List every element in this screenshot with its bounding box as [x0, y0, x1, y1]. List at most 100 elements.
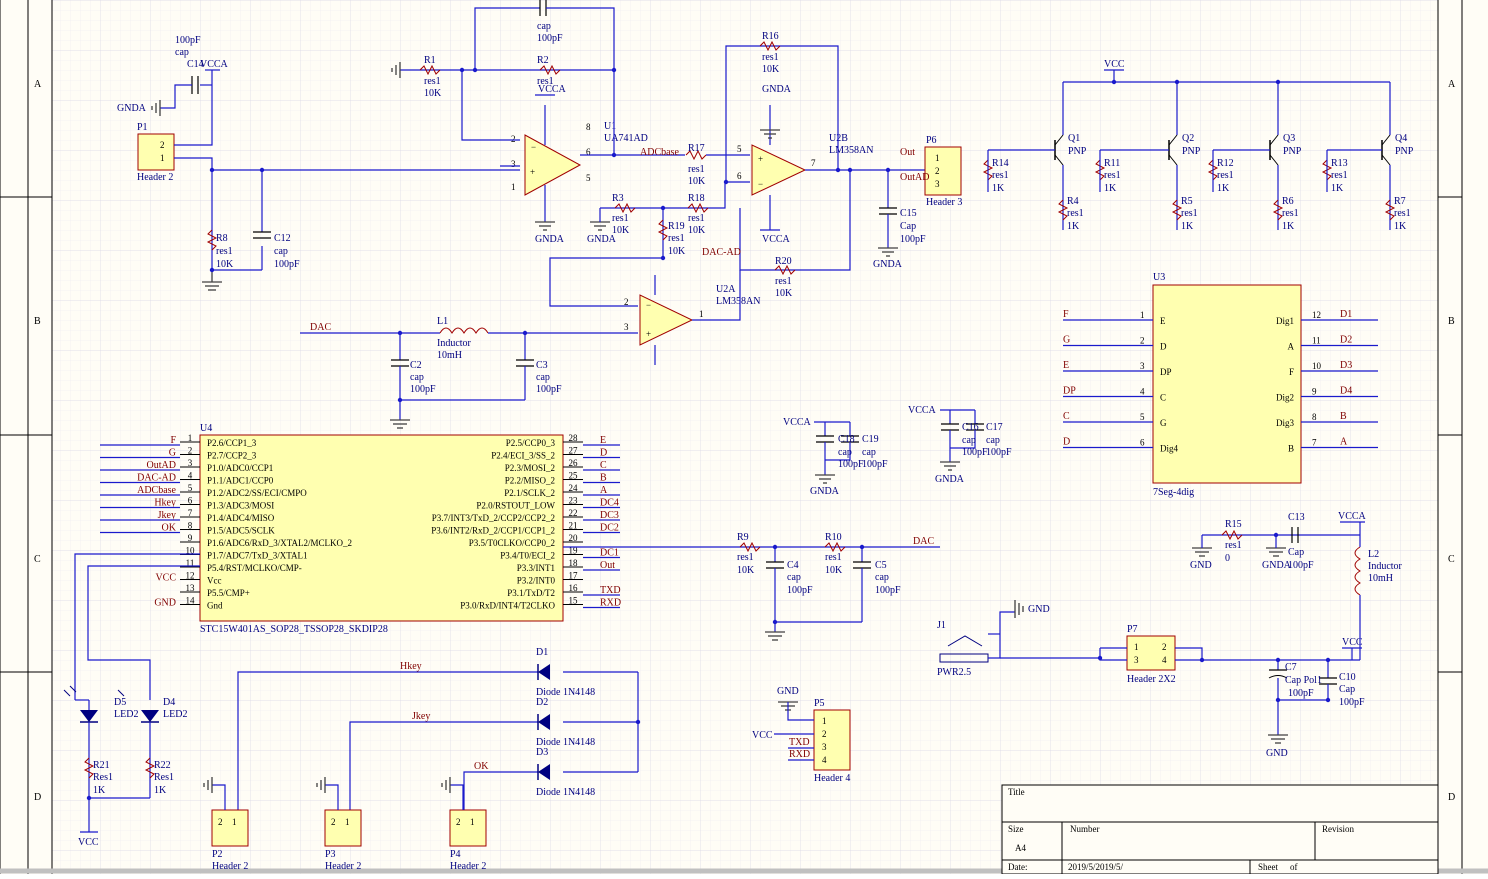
r18-type: res1: [688, 213, 705, 224]
opamp-u1[interactable]: − + 2 3 6 1 8 5 U1 UA741AD VCCA GNDA: [461, 70, 685, 245]
r18-ref: R18: [688, 193, 705, 204]
svg-text:4: 4: [822, 755, 827, 765]
u4-pin-num: 23: [569, 496, 579, 506]
q3-value: PNP: [1283, 146, 1302, 157]
r13-type: res1: [1331, 170, 1348, 181]
u3-pin-name: C: [1160, 393, 1166, 403]
svg-text:Diode 1N4148: Diode 1N4148: [536, 737, 595, 748]
svg-text:3: 3: [1134, 655, 1139, 665]
key-header-p4[interactable]: 2 1 P4 Header 2: [441, 777, 487, 872]
vcca-decoupling-left: VCCA C18 C19 cap cap 100pF 100pF GNDA: [783, 417, 888, 497]
u4-pin-name: P2.5/CCP0_3: [506, 438, 556, 448]
u4-pin-num: 28: [569, 433, 579, 443]
u3-pin-num: 6: [1140, 438, 1145, 448]
c3-value: 100pF: [536, 384, 562, 395]
r2-type: res1: [537, 76, 554, 87]
diode-d1[interactable]: D1 Diode 1N4148: [536, 647, 595, 698]
key-header-p3[interactable]: 2 1 P3 Header 2: [316, 777, 362, 872]
title-block: Title Size A4 Number Revision Date: 2019…: [1001, 784, 1439, 875]
transistor-q3[interactable]: Q3 PNP R12 res1 1K R6 res1 1K: [1207, 82, 1302, 232]
u4-pin-name: P1.7/ADC7/TxD_3/XTAL1: [207, 551, 308, 561]
serial-header-p5[interactable]: P5 Header 4 1 2 3 4 GND VCC TXD RXD: [752, 686, 851, 784]
u4-pin-num: 5: [188, 483, 193, 493]
svg-text:4: 4: [1162, 655, 1167, 665]
u3-net-label: D2: [1340, 335, 1352, 346]
u4-pin-name: P2.7/CCP2_3: [207, 451, 257, 461]
transistor-q4[interactable]: Q4 PNP R13 res1 1K R7 res1 1K: [1321, 82, 1414, 232]
u3-pin-name: F: [1289, 367, 1294, 377]
svg-text:8: 8: [586, 122, 591, 132]
c4-ref: C4: [787, 560, 799, 571]
svg-text:P5: P5: [814, 698, 825, 709]
transistor-q1[interactable]: Q1 PNP R14 res1 1K R4 res1 1K: [982, 82, 1087, 232]
u4-net-label: OK: [162, 523, 177, 534]
diode-d3[interactable]: D3 Diode 1N4148: [536, 747, 595, 798]
l1-ref: L1: [437, 316, 448, 327]
svg-text:Cap: Cap: [1339, 684, 1355, 695]
r12-ref: R12: [1217, 158, 1234, 169]
u3-net-label: B: [1340, 411, 1347, 422]
r4-ref: R4: [1067, 196, 1079, 207]
txd-label-p5: TXD: [789, 737, 810, 748]
zone-label-left-b: B: [34, 316, 41, 327]
zone-label-left-d: D: [34, 792, 41, 803]
u4-net-label: Out: [600, 560, 615, 571]
u4-pin-name: P5.5/CMP+: [207, 588, 250, 598]
out-netlabel-p6: Out: [900, 147, 915, 158]
gnd-label-r15: GND: [1190, 560, 1212, 571]
svg-text:1: 1: [511, 182, 516, 192]
svg-text:7: 7: [811, 158, 816, 168]
r9-type: res1: [737, 552, 754, 563]
gnda-label-u2b: GNDA: [762, 84, 792, 95]
svg-text:1: 1: [232, 817, 237, 827]
u4-net-label: DC3: [600, 510, 619, 521]
led-d4[interactable]: [141, 710, 159, 722]
svg-text:Cap Pol1: Cap Pol1: [1285, 675, 1322, 686]
key-header-p2[interactable]: 2 1 P2 Header 2: [203, 777, 249, 872]
u3-pin-num: 2: [1140, 336, 1145, 346]
u3-net-label: E: [1063, 360, 1069, 371]
dac-ad-netlabel: DAC-AD: [702, 247, 741, 258]
r14-type: res1: [992, 170, 1009, 181]
header-p7[interactable]: [1126, 635, 1176, 671]
header-p6[interactable]: [924, 146, 962, 196]
svg-text:2: 2: [1162, 642, 1167, 652]
u4-net-label: E: [600, 435, 606, 446]
opamp-u2b[interactable]: R17 res1 10K + − 5 6 7 U2B LM358AN R16 r…: [685, 31, 935, 245]
u4-net-label: ADCbase: [137, 485, 176, 496]
svg-text:5: 5: [737, 144, 742, 154]
r8-value: 10K: [216, 259, 234, 270]
c14-ref: C14: [187, 59, 204, 70]
u3-pin-num: 5: [1140, 412, 1145, 422]
c15-ref: C15: [900, 208, 917, 219]
u3-net-label: F: [1063, 309, 1069, 320]
header-p1[interactable]: [137, 133, 175, 171]
u4-pin-num: 10: [186, 546, 196, 556]
c19-value: 100pF: [862, 459, 888, 470]
u2a-ref: U2A: [716, 284, 736, 295]
vcca-label-c16: VCCA: [908, 405, 937, 416]
svg-text:1: 1: [470, 817, 475, 827]
display-u3[interactable]: U3 7Seg-4dig 1EF2DG3DPE4CDP5GC6Dig4D12Di…: [1063, 272, 1378, 498]
r4-type: res1: [1067, 208, 1084, 219]
dac-rc-filter: R9 res1 10K R10 res1 10K DAC C4 cap 100p…: [563, 532, 940, 641]
transistor-q2[interactable]: Q2 PNP R11 res1 1K R5 res1 1K: [1094, 82, 1201, 232]
key-inputs: Hkey Jkey OK: [237, 661, 641, 812]
diode-d2[interactable]: D2 Diode 1N4148: [536, 697, 595, 748]
c5-ref: C5: [875, 560, 887, 571]
analog-supply-filter: R15 res1 0 GND GNDA C13 Cap 100pF VCCA L…: [1190, 511, 1403, 660]
u4-net-label: A: [600, 485, 608, 496]
gnda-label-c18: GNDA: [810, 486, 840, 497]
jkey-netlabel: Jkey: [412, 711, 430, 722]
u4-pin-num: 24: [569, 483, 579, 493]
gnda-label-c16: GNDA: [935, 474, 965, 485]
adcbase-netlabel: ADCbase: [640, 147, 679, 158]
opamp-u2a[interactable]: − + 2 3 1 U2A LM358AN: [549, 255, 760, 365]
led-d5[interactable]: [80, 710, 98, 722]
u4-pin-num: 4: [188, 471, 193, 481]
u4-pin-name: P2.4/ECI_3/SS_2: [491, 451, 555, 461]
p1-pin2: 2: [160, 140, 165, 150]
r5-type: res1: [1181, 208, 1198, 219]
r11-ref: R11: [1104, 158, 1120, 169]
